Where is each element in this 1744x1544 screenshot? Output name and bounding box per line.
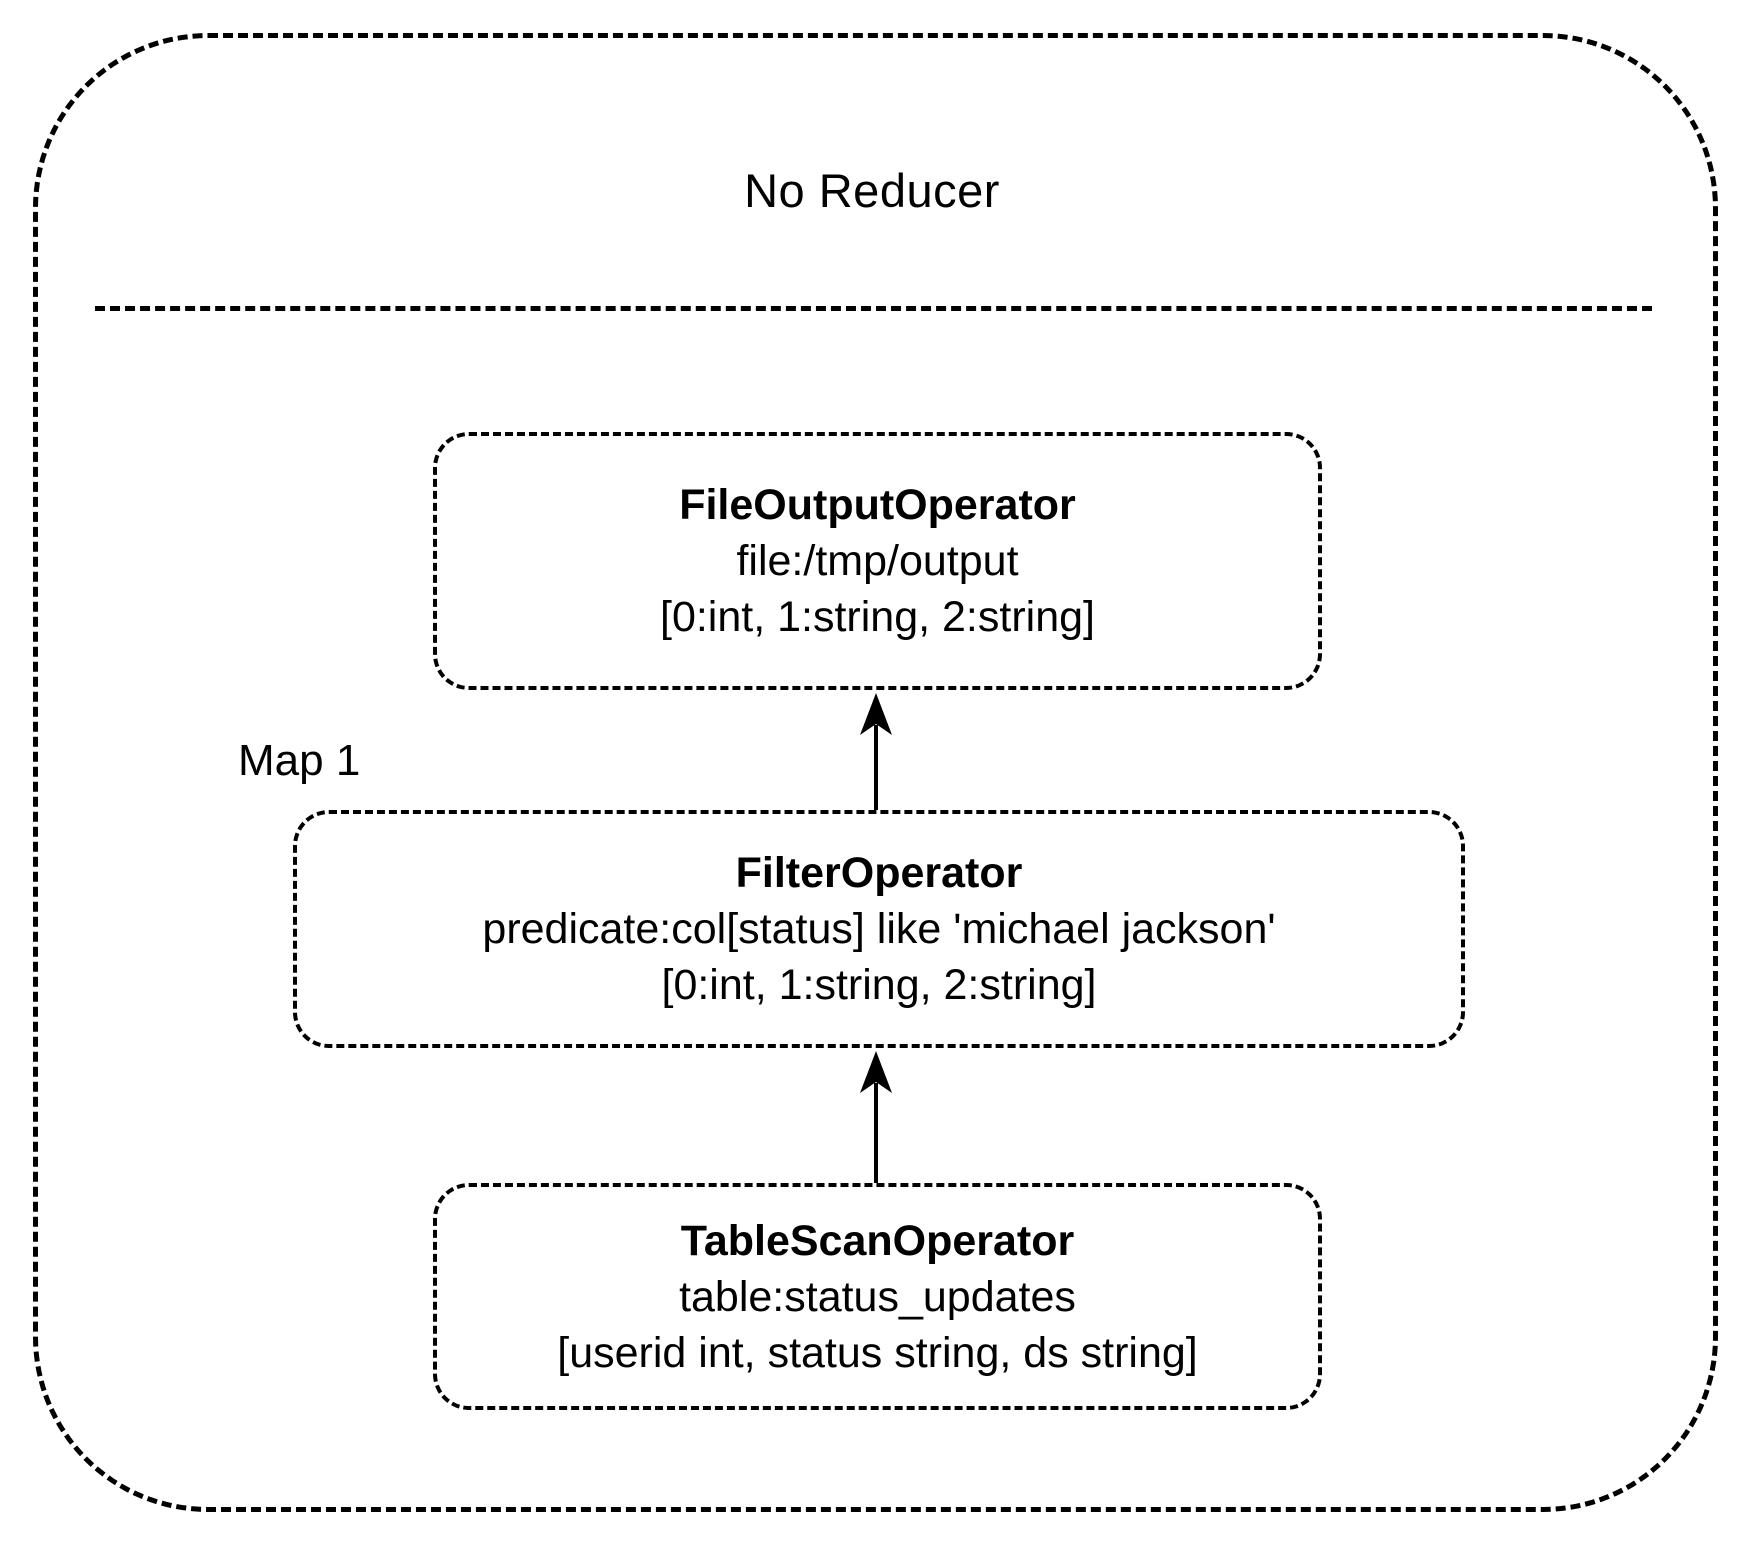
operator-node-filter: FilterOperator predicate:col[status] lik… [293, 810, 1465, 1048]
arrowhead-up-icon [860, 693, 892, 735]
arrowhead-up-icon [860, 1051, 892, 1093]
operator-node-table-scan: TableScanOperator table:status_updates [… [433, 1183, 1322, 1410]
arrow-shaft [874, 1083, 878, 1183]
operator-title: TableScanOperator [680, 1216, 1075, 1265]
operator-node-file-output: FileOutputOperator file:/tmp/output [0:i… [433, 432, 1322, 690]
operator-schema: [0:int, 1:string, 2:string] [661, 961, 1097, 1009]
arrow-shaft [874, 725, 878, 810]
operator-detail: file:/tmp/output [736, 537, 1019, 585]
operator-title: FilterOperator [735, 849, 1023, 897]
stage-title: No Reducer [744, 164, 1000, 217]
stage-separator-line [95, 306, 1652, 311]
stage-container-no-reducer [33, 33, 1718, 1512]
operator-detail: predicate:col[status] like 'michael jack… [482, 905, 1276, 953]
edge-arrow-table-scan-to-filter [856, 1051, 896, 1183]
map-task-label: Map 1 [238, 736, 361, 785]
operator-detail: table:status_updates [679, 1272, 1076, 1321]
operator-title: FileOutputOperator [679, 481, 1076, 529]
edge-arrow-filter-to-file-output [856, 693, 896, 810]
operator-schema: [0:int, 1:string, 2:string] [660, 593, 1095, 641]
operator-schema: [userid int, status string, ds string] [557, 1328, 1198, 1377]
